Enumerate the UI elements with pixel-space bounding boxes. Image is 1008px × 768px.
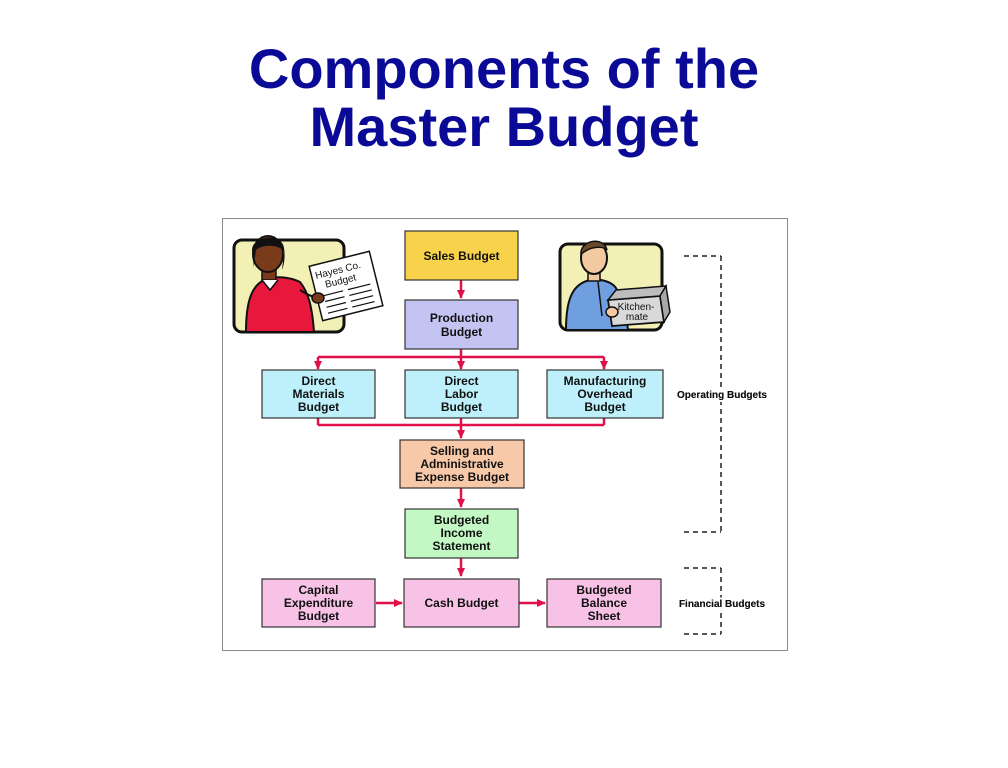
kitchenmate-box: Kitchen- mate bbox=[606, 283, 671, 327]
financial-budgets-label-bg: Financial Budgets bbox=[679, 599, 766, 610]
cash-budget-box: Cash Budget bbox=[403, 578, 520, 628]
capital-expenditure-box: Capital Expenditure Budget bbox=[261, 578, 376, 628]
direct-labor-label-2: Labor bbox=[445, 387, 479, 401]
income-statement-label-1: Budgeted bbox=[434, 513, 489, 527]
box-text-line-1: Kitchen- bbox=[618, 302, 655, 313]
balance-sheet-label-1: Budgeted bbox=[576, 583, 631, 597]
mfg-overhead-label-2: Overhead bbox=[577, 387, 632, 401]
budget-paper: Hayes Co. Budget bbox=[308, 250, 384, 322]
capital-expenditure-label-1: Capital bbox=[298, 583, 338, 597]
direct-labor-budget-box: Direct Labor Budget bbox=[404, 369, 519, 419]
mfg-overhead-label-3: Budget bbox=[584, 400, 625, 414]
direct-materials-label-1: Direct bbox=[301, 374, 335, 388]
woman-with-budget-illustration: Hayes Co. Budget bbox=[232, 235, 384, 334]
page-title: Components of the Master Budget bbox=[0, 40, 1008, 156]
connectors bbox=[314, 280, 608, 607]
direct-materials-label-2: Materials bbox=[292, 387, 344, 401]
capital-expenditure-label-3: Budget bbox=[298, 609, 339, 623]
selling-admin-label-1: Selling and bbox=[430, 444, 494, 458]
production-budget-label-1: Production bbox=[430, 311, 493, 325]
selling-admin-label-2: Administrative bbox=[420, 457, 504, 471]
capital-expenditure-label-2: Expenditure bbox=[284, 596, 354, 610]
balance-sheet-label-3: Sheet bbox=[588, 609, 621, 623]
income-statement-label-3: Statement bbox=[432, 539, 490, 553]
income-statement-box: Budgeted Income Statement bbox=[404, 508, 519, 559]
operating-budgets-bracket bbox=[684, 255, 722, 533]
sales-budget-label: Sales Budget bbox=[423, 249, 499, 263]
direct-materials-label-3: Budget bbox=[298, 400, 339, 414]
production-budget-box: Production Budget bbox=[404, 299, 519, 350]
direct-labor-label-1: Direct bbox=[444, 374, 478, 388]
man-with-kitchenmate-box-illustration: Kitchen- mate bbox=[558, 240, 671, 332]
mfg-overhead-budget-box: Manufacturing Overhead Budget bbox=[546, 369, 664, 419]
financial-budgets-bracket bbox=[684, 567, 722, 635]
direct-labor-label-3: Budget bbox=[441, 400, 482, 414]
sales-budget-box: Sales Budget bbox=[404, 230, 519, 281]
cash-budget-label: Cash Budget bbox=[424, 596, 498, 610]
title-line-2: Master Budget bbox=[309, 95, 699, 158]
financial-budgets-label: Financial Budgets bbox=[679, 599, 766, 610]
direct-materials-budget-box: Direct Materials Budget bbox=[261, 369, 376, 419]
operating-budgets-label: Operating Budgets bbox=[677, 390, 767, 401]
balance-sheet-box: Budgeted Balance Sheet bbox=[546, 578, 662, 628]
selling-admin-label-3: Expense Budget bbox=[415, 470, 509, 484]
title-line-1: Components of the bbox=[248, 37, 760, 100]
income-statement-label-2: Income bbox=[440, 526, 482, 540]
mfg-overhead-label-1: Manufacturing bbox=[564, 374, 647, 388]
operating-budgets-label-text: Operating Budgets bbox=[677, 390, 767, 401]
selling-admin-budget-box: Selling and Administrative Expense Budge… bbox=[399, 439, 525, 489]
balance-sheet-label-2: Balance bbox=[581, 596, 627, 610]
production-budget-label-2: Budget bbox=[441, 325, 482, 339]
box-text-line-2: mate bbox=[626, 312, 649, 323]
